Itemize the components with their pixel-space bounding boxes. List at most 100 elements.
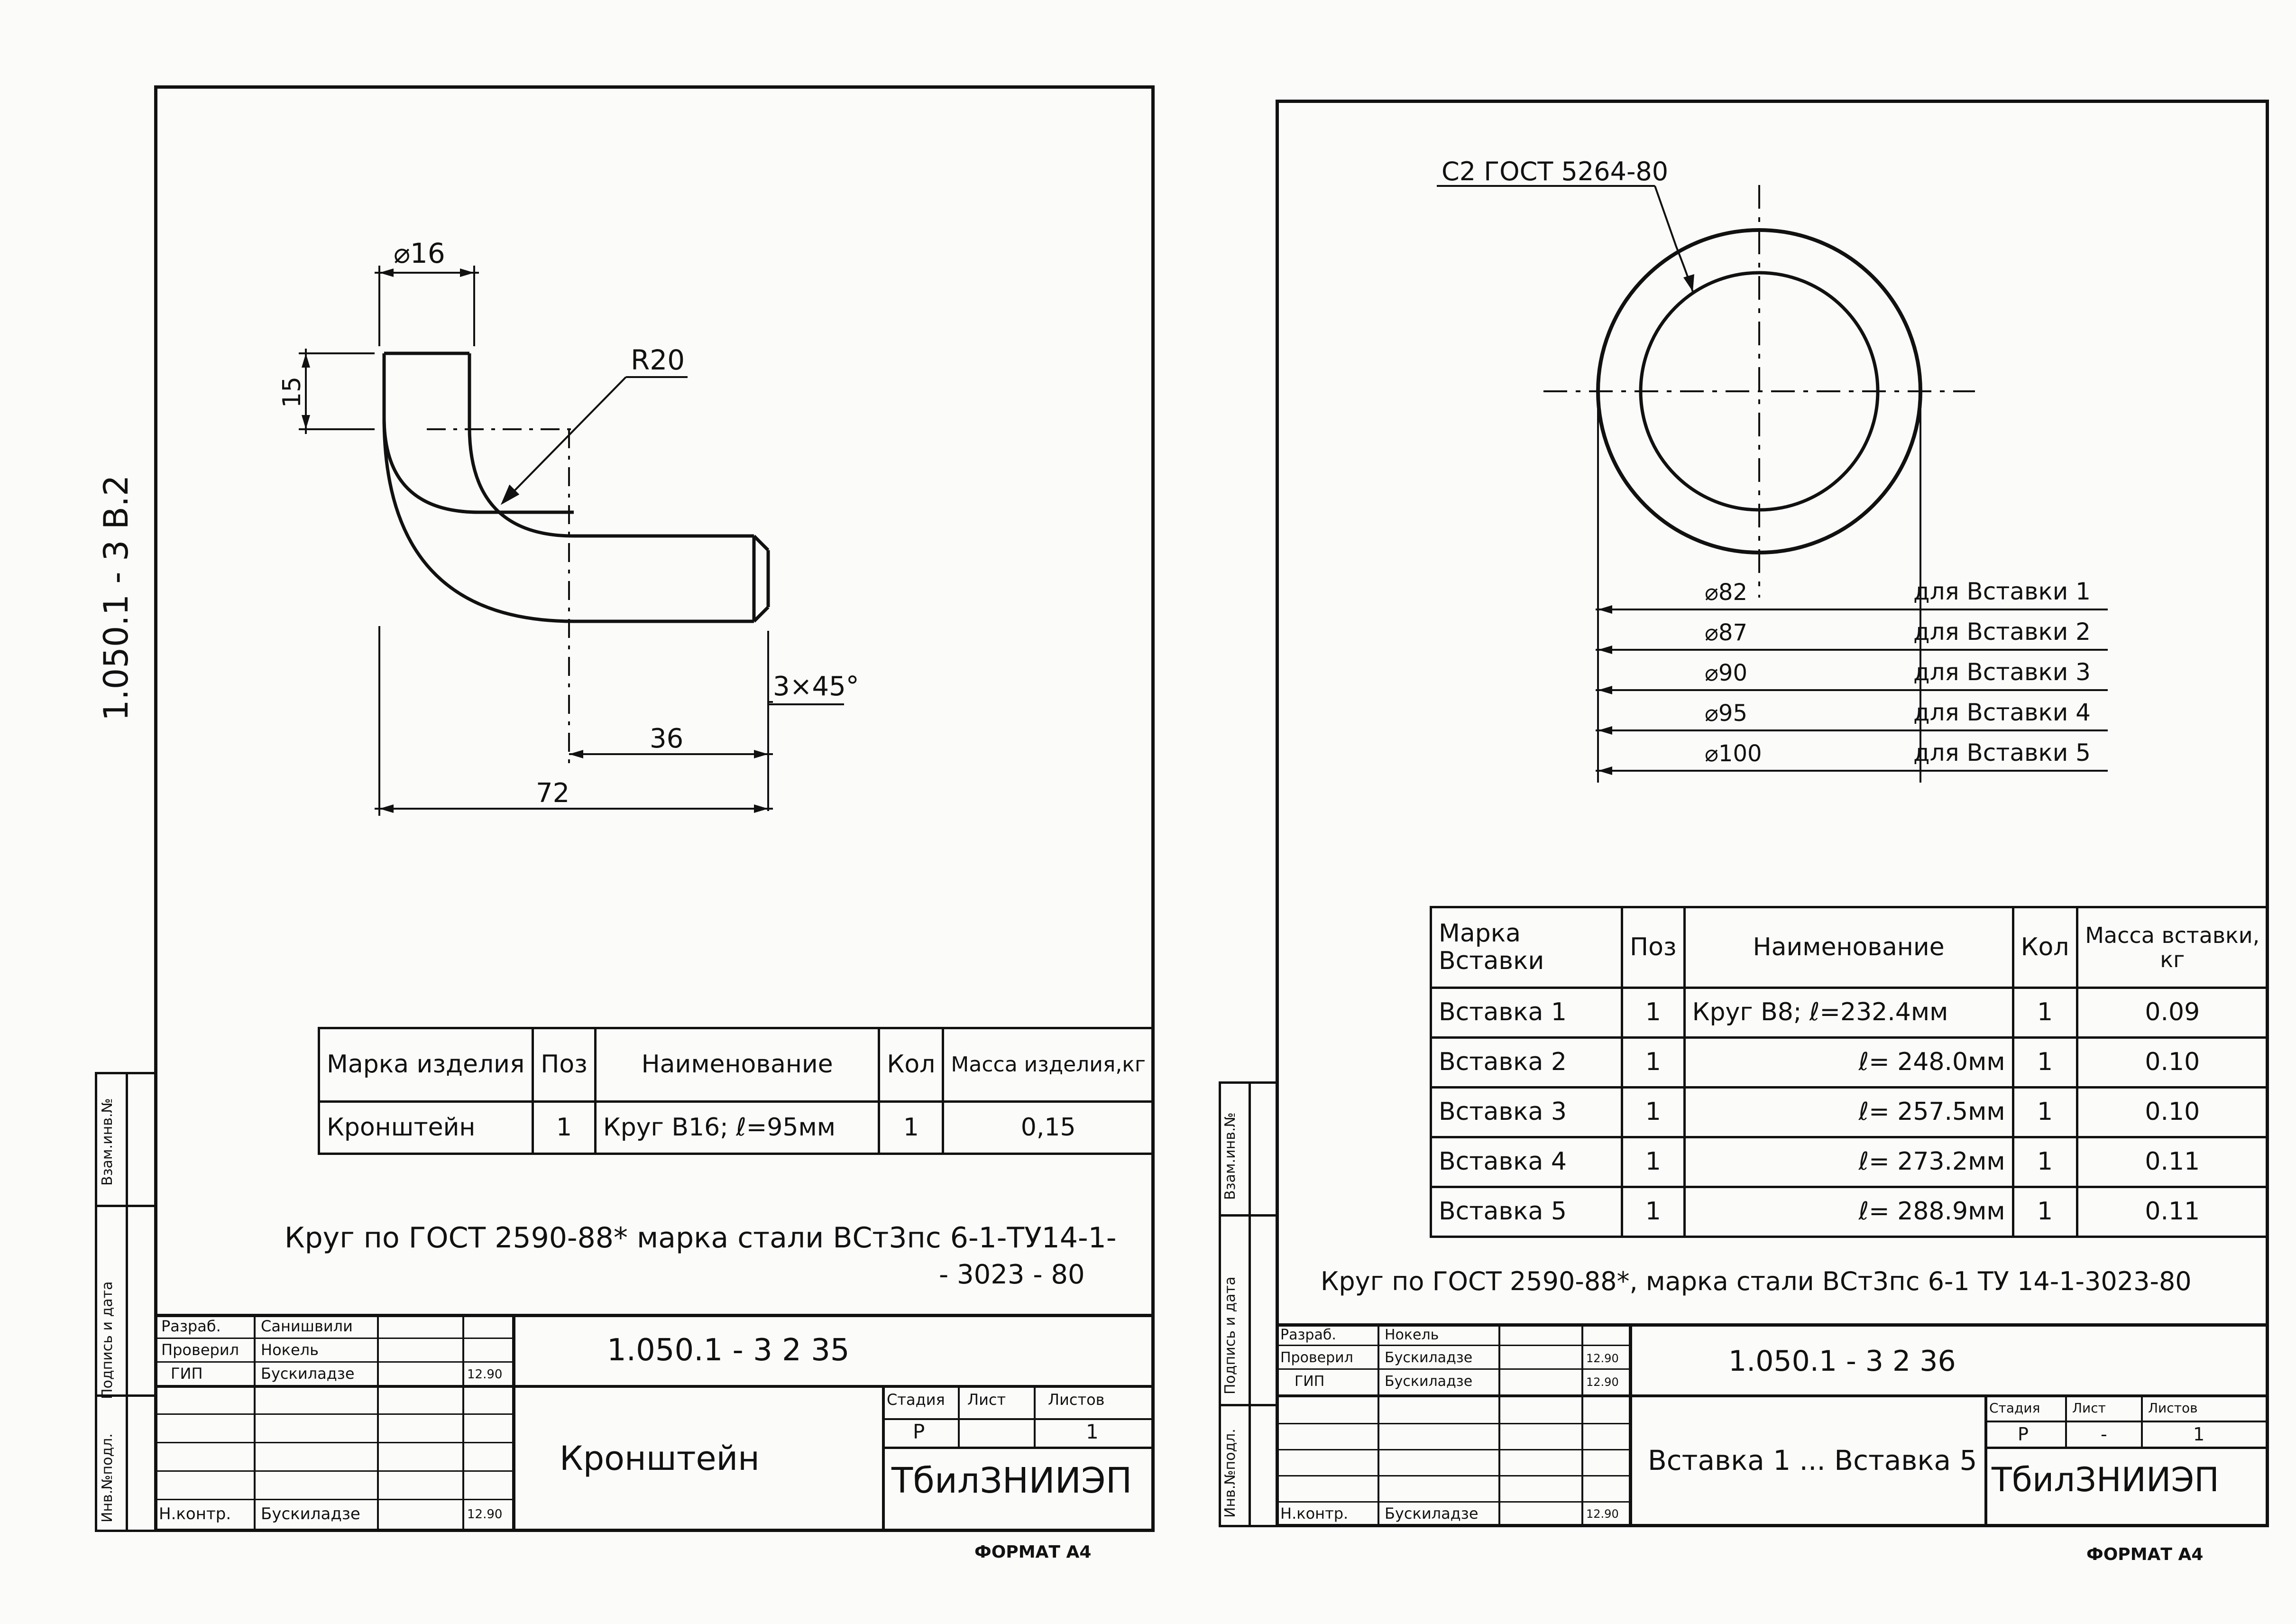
cell-name: ℓ= 273.2мм bbox=[1683, 1136, 2014, 1188]
spec-table: Марка Вставки Поз Наименование Кол Масса… bbox=[1430, 906, 2269, 1238]
sheet-value: - bbox=[2101, 1424, 2107, 1445]
title-block-divider bbox=[2065, 1394, 2067, 1447]
stamp-grid-line bbox=[154, 1338, 512, 1339]
stamp-name-gip: Бускиладзе bbox=[261, 1365, 355, 1383]
cell-mark: Вставка 4 bbox=[1430, 1136, 1623, 1188]
cell-mass: 0.09 bbox=[2076, 987, 2269, 1039]
dim-72: 72 bbox=[536, 778, 570, 809]
drawing-title: Кронштейн bbox=[560, 1439, 760, 1478]
title-block-divider bbox=[882, 1447, 1155, 1449]
material-note-line1: Круг по ГОСТ 2590-88* марка стали ВСт3пс… bbox=[285, 1221, 1117, 1255]
stamp-date-normcontrol: 12.90 bbox=[467, 1507, 503, 1522]
sheet-inserts: Инв.№подл. Подпись и дата Взам.инв.№ bbox=[1178, 0, 2296, 1624]
diameter-3: ⌀90 bbox=[1705, 660, 1747, 686]
weld-callout: С2 ГОСТ 5264-80 bbox=[1442, 157, 1669, 186]
title-block-divider bbox=[1629, 1394, 2269, 1397]
title-block-divider bbox=[1034, 1385, 1036, 1447]
stamp-role-gip: ГИП bbox=[1295, 1373, 1325, 1390]
stamp-name-developer: Нокель bbox=[1385, 1327, 1439, 1343]
stamp-role-checker: Проверил bbox=[161, 1341, 239, 1359]
stamp-grid-line bbox=[254, 1314, 256, 1532]
sheet-label: Лист bbox=[2072, 1400, 2106, 1416]
stamp-grid-line bbox=[1276, 1368, 1629, 1370]
table-row: Вставка 1 1 Круг В8; ℓ=232.4мм 1 0.09 bbox=[1430, 987, 2269, 1039]
cell-mass: 0,15 bbox=[942, 1100, 1155, 1155]
stamp-grid-line bbox=[1581, 1323, 1583, 1527]
stamp-grid-line bbox=[154, 1413, 512, 1415]
stage-label: Стадия bbox=[1989, 1400, 2040, 1416]
stamp-role-gip: ГИП bbox=[171, 1365, 203, 1383]
cell-qty: 1 bbox=[2011, 987, 2078, 1039]
table-row: Кронштейн 1 Круг В16; ℓ=95мм 1 0,15 bbox=[317, 1100, 1155, 1155]
sheets-label: Листов bbox=[2148, 1400, 2198, 1416]
title-block-divider bbox=[1984, 1394, 1987, 1527]
diameter-4: ⌀95 bbox=[1705, 700, 1747, 727]
cell-name: ℓ= 257.5мм bbox=[1683, 1086, 2014, 1138]
cell-mark: Кронштейн bbox=[317, 1100, 534, 1155]
cell-mark: Вставка 5 bbox=[1430, 1186, 1623, 1238]
stamp-name-developer: Санишвили bbox=[261, 1317, 353, 1335]
header-pos: Поз bbox=[1621, 906, 1686, 989]
cell-qty: 1 bbox=[2011, 1186, 2078, 1238]
stamp-grid-line bbox=[1276, 1449, 1629, 1450]
stamp-grid-line bbox=[462, 1314, 464, 1532]
table-header-row: Марка изделия Поз Наименование Кол Масса… bbox=[317, 1027, 1155, 1103]
dim-36: 36 bbox=[650, 723, 684, 754]
cell-mark: Вставка 2 bbox=[1430, 1036, 1623, 1089]
sheets-value: 1 bbox=[2193, 1424, 2205, 1445]
stamp-name-normcontrol: Бускиладзе bbox=[261, 1504, 360, 1523]
cell-name: Круг В8; ℓ=232.4мм bbox=[1683, 987, 2014, 1039]
stamp-grid-line bbox=[1276, 1345, 1629, 1346]
table-row: Вставка 3 1 ℓ= 257.5мм 1 0.10 bbox=[1430, 1086, 2269, 1138]
header-qty: Кол bbox=[2011, 906, 2078, 989]
stamp-date-checker: 12.90 bbox=[1586, 1352, 1619, 1365]
table-row: Вставка 4 1 ℓ= 273.2мм 1 0.11 bbox=[1430, 1136, 2269, 1188]
diameter-1: ⌀82 bbox=[1705, 579, 1747, 606]
cell-qty: 1 bbox=[2011, 1136, 2078, 1188]
header-qty: Кол bbox=[878, 1027, 945, 1103]
stamp-role-normcontrol: Н.контр. bbox=[1280, 1504, 1349, 1522]
diameter-5: ⌀100 bbox=[1705, 740, 1762, 767]
stamp-name-normcontrol: Бускиладзе bbox=[1385, 1504, 1479, 1522]
title-block-divider bbox=[958, 1385, 960, 1447]
doc-code: 1.050.1 - 3 2 35 bbox=[607, 1333, 850, 1368]
title-block bbox=[1276, 1323, 2269, 1527]
stamp-name-checker: Бускиладзе bbox=[1385, 1349, 1473, 1366]
diameter-label-3: для Вставки 3 bbox=[1913, 658, 2091, 686]
cell-mass: 0.11 bbox=[2076, 1136, 2269, 1188]
side-stamp-divider bbox=[1219, 1404, 1278, 1406]
format-label: ФОРМАТ А4 bbox=[974, 1542, 1092, 1562]
doc-code: 1.050.1 - 3 2 36 bbox=[1728, 1345, 1956, 1378]
stamp-grid-line bbox=[377, 1314, 379, 1532]
side-stamp-divider bbox=[1249, 1081, 1251, 1527]
sheet-bracket: 1.050.1 - 3 В.2 Инв.№подл. Подпись и дат… bbox=[95, 85, 1155, 1562]
stamp-grid-line bbox=[1276, 1423, 1629, 1424]
stamp-grid-line bbox=[1276, 1475, 1629, 1476]
diameter-label-5: для Вставки 5 bbox=[1913, 739, 2091, 766]
table-row: Вставка 2 1 ℓ= 248.0мм 1 0.10 bbox=[1430, 1036, 2269, 1089]
side-stamp-divider bbox=[1219, 1214, 1278, 1217]
cell-qty: 1 bbox=[878, 1100, 945, 1155]
bracket-drawing bbox=[299, 266, 844, 816]
cell-qty: 1 bbox=[2011, 1036, 2078, 1089]
stage-label: Стадия bbox=[887, 1391, 945, 1409]
header-mark: Марка изделия bbox=[317, 1027, 534, 1103]
side-stamp-divider bbox=[126, 1072, 128, 1532]
drawing-title: Вставка 1 ... Вставка 5 bbox=[1648, 1444, 1977, 1476]
title-block-divider bbox=[882, 1385, 885, 1532]
cell-name: ℓ= 248.0мм bbox=[1683, 1036, 2014, 1089]
diameter-label-4: для Вставки 4 bbox=[1913, 699, 2091, 726]
dim-chamfer: 3×45° bbox=[773, 671, 859, 702]
material-note: Круг по ГОСТ 2590-88*, марка стали ВСт3п… bbox=[1321, 1266, 2192, 1296]
title-block-divider bbox=[1984, 1447, 2269, 1449]
header-mass: Масса вставки, кг bbox=[2076, 906, 2269, 989]
sheets-label: Листов bbox=[1048, 1391, 1105, 1409]
header-name: Наименование bbox=[594, 1027, 881, 1103]
stamp-date-gip: 12.90 bbox=[467, 1367, 503, 1382]
cell-pos: 1 bbox=[1621, 987, 1686, 1039]
stamp-role-developer: Разраб. bbox=[1280, 1327, 1336, 1343]
stamp-date-normcontrol: 12.90 bbox=[1586, 1507, 1619, 1521]
stage-value: Р bbox=[2018, 1424, 2029, 1445]
cell-pos: 1 bbox=[1621, 1086, 1686, 1138]
stamp-grid-line bbox=[1276, 1501, 1629, 1503]
